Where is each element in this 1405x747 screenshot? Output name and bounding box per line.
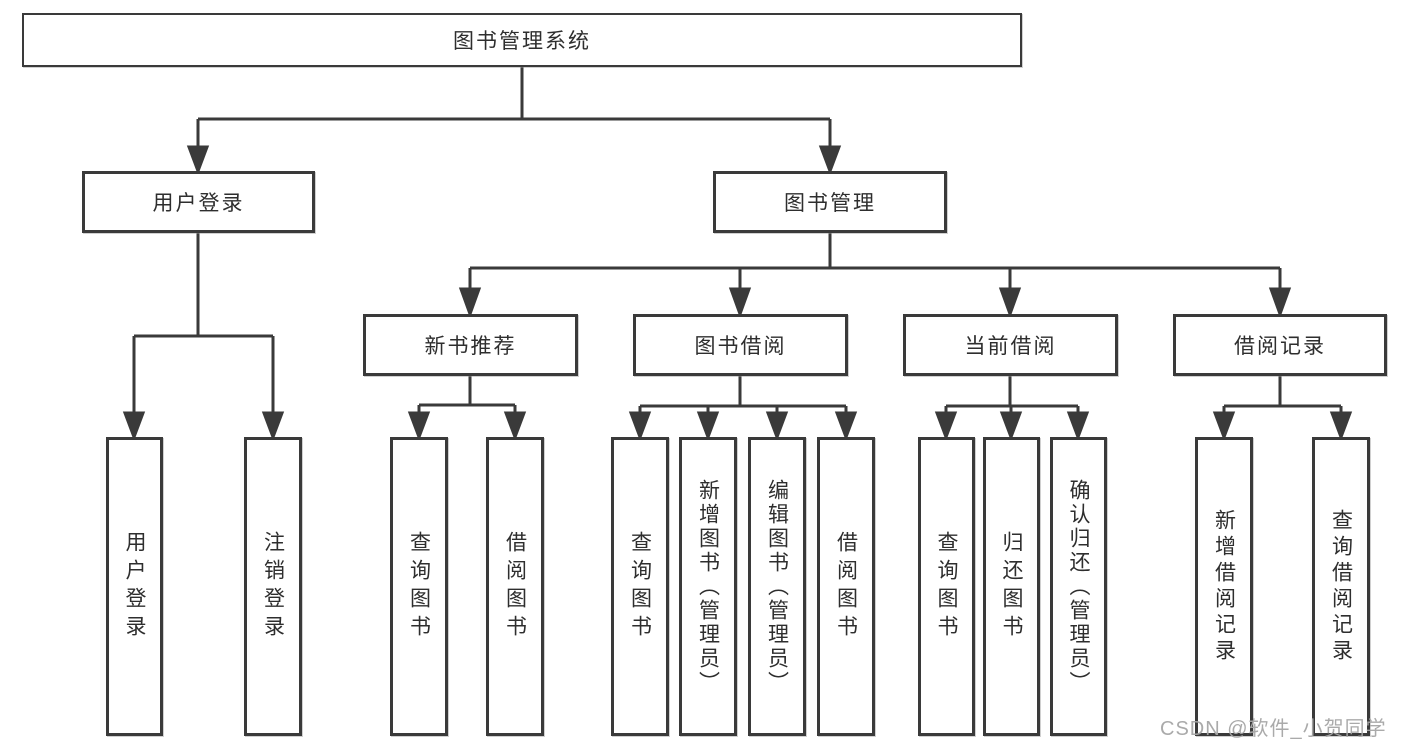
node-current-borrow: 当前借阅 <box>903 314 1118 376</box>
node-user-login-label: 用户登录 <box>152 192 245 215</box>
leaf-query-books-2: 查询图书 <box>611 437 669 736</box>
leaf-user-login: 用户登录 <box>106 437 163 736</box>
csdn-watermark: CSDN @软件_小贺同学 <box>1160 718 1387 740</box>
node-current-borrow-label: 当前借阅 <box>964 335 1057 358</box>
leaf-return-book: 归还图书 <box>983 437 1040 736</box>
leaf-user-login-label: 用户登录 <box>123 530 146 643</box>
edges-new-book-to-leaves <box>407 376 527 442</box>
leaf-query-books-3-label: 查询图书 <box>935 530 958 643</box>
node-book-management: 图书管理 <box>713 171 947 233</box>
leaf-logout-label: 注销登录 <box>261 530 285 643</box>
edges-book-management-to-modules <box>458 233 1292 319</box>
node-new-book-recommend-label: 新书推荐 <box>424 335 517 358</box>
node-new-book-recommend: 新书推荐 <box>363 314 578 376</box>
leaf-query-books-1: 查询图书 <box>390 437 448 736</box>
leaf-borrow-books-2: 借阅图书 <box>817 437 875 736</box>
leaf-query-borrow-record-label: 查询借阅记录 <box>1329 508 1353 665</box>
leaf-borrow-books-1-label: 借阅图书 <box>503 530 527 643</box>
node-root-label: 图书管理系统 <box>453 30 591 53</box>
node-user-login: 用户登录 <box>82 171 315 233</box>
leaf-add-borrow-record: 新增借阅记录 <box>1195 437 1253 736</box>
leaf-confirm-return-admin: 确认归还（管理员） <box>1050 437 1107 736</box>
leaf-confirm-return-admin-label: 确认归还（管理员） <box>1067 478 1090 695</box>
node-borrow-records-label: 借阅记录 <box>1234 335 1326 358</box>
node-root: 图书管理系统 <box>22 13 1022 67</box>
leaf-add-borrow-record-label: 新增借阅记录 <box>1212 508 1236 665</box>
leaf-query-books-1-label: 查询图书 <box>407 530 431 643</box>
leaf-add-book-admin-label: 新增图书（管理员） <box>696 478 720 695</box>
leaf-logout: 注销登录 <box>244 437 302 736</box>
leaf-query-borrow-record: 查询借阅记录 <box>1312 437 1370 736</box>
edges-root-to-branches <box>186 67 842 176</box>
leaf-add-book-admin: 新增图书（管理员） <box>679 437 737 736</box>
node-borrow-records: 借阅记录 <box>1173 314 1387 376</box>
node-book-management-label: 图书管理 <box>784 192 876 215</box>
node-book-borrow-label: 图书借阅 <box>694 335 787 358</box>
leaf-borrow-books-1: 借阅图书 <box>486 437 544 736</box>
edges-book-borrow-to-leaves <box>628 376 858 442</box>
leaf-query-books-3: 查询图书 <box>918 437 975 736</box>
edges-borrow-records-to-leaves <box>1212 376 1353 442</box>
leaf-edit-book-admin-label: 编辑图书（管理员） <box>765 478 789 695</box>
edges-current-borrow-to-leaves <box>934 376 1090 442</box>
leaf-query-books-2-label: 查询图书 <box>628 530 652 643</box>
leaf-borrow-books-2-label: 借阅图书 <box>834 530 858 643</box>
edges-user-login-to-leaves <box>122 233 285 442</box>
leaf-edit-book-admin: 编辑图书（管理员） <box>748 437 806 736</box>
leaf-return-book-label: 归还图书 <box>1000 530 1023 643</box>
node-book-borrow: 图书借阅 <box>633 314 848 376</box>
